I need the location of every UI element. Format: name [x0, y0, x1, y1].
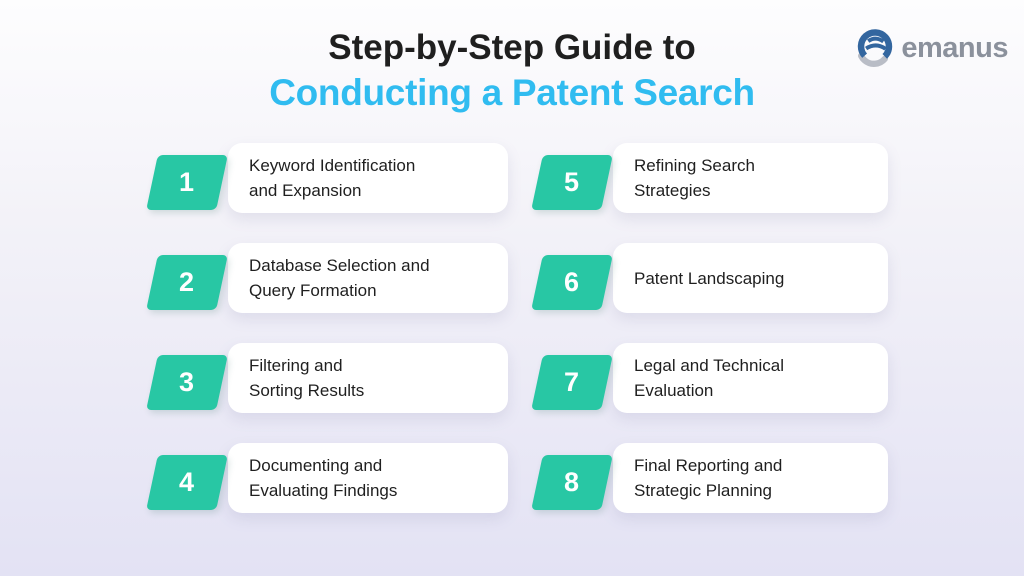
step-label-4: Documenting and Evaluating Findings — [228, 453, 397, 503]
step-row-1: Keyword Identification and Expansion 1 — [146, 143, 508, 213]
step-card-1: Keyword Identification and Expansion — [228, 143, 508, 213]
step-row-4: Documenting and Evaluating Findings 4 — [146, 443, 508, 513]
step-2-line-2: Query Formation — [249, 281, 377, 300]
emanus-logo: emanus — [854, 27, 1008, 70]
emanus-sphere-icon — [856, 29, 893, 67]
step-label-5: Refining Search Strategies — [613, 153, 755, 203]
step-row-2: Database Selection and Query Formation 2 — [146, 243, 508, 313]
steps-grid: Keyword Identification and Expansion 1 D… — [146, 143, 888, 513]
step-number-badge-2: 2 — [146, 255, 228, 310]
step-8-line-1: Final Reporting and — [634, 456, 783, 475]
step-card-5: Refining Search Strategies — [613, 143, 888, 213]
step-number-badge-8: 8 — [531, 455, 613, 510]
step-number-badge-3: 3 — [146, 355, 228, 410]
step-card-4: Documenting and Evaluating Findings — [228, 443, 508, 513]
step-4-line-1: Documenting and — [249, 456, 383, 475]
step-label-7: Legal and Technical Evaluation — [613, 353, 784, 403]
step-number-3: 3 — [179, 367, 195, 397]
step-number-7: 7 — [564, 367, 580, 397]
step-number-6: 6 — [564, 267, 580, 297]
step-row-7: Legal and Technical Evaluation 7 — [531, 343, 888, 413]
title-line-2: Conducting a Patent Search — [269, 72, 755, 113]
step-row-6: Patent Landscaping 6 — [531, 243, 888, 313]
step-label-1: Keyword Identification and Expansion — [228, 153, 415, 203]
step-card-3: Filtering and Sorting Results — [228, 343, 508, 413]
step-1-line-2: and Expansion — [249, 181, 362, 200]
step-7-line-2: Evaluation — [634, 381, 714, 400]
step-number-badge-1: 1 — [146, 155, 228, 210]
step-label-2: Database Selection and Query Formation — [228, 253, 430, 303]
emanus-logo-text: emanus — [901, 32, 1008, 64]
step-number-5: 5 — [564, 167, 580, 197]
step-row-8: Final Reporting and Strategic Planning 8 — [531, 443, 888, 513]
step-number-badge-6: 6 — [531, 255, 613, 310]
step-number-1: 1 — [179, 167, 195, 197]
step-number-badge-4: 4 — [146, 455, 228, 510]
title-line-1: Step-by-Step Guide to — [328, 28, 696, 67]
step-5-line-1: Refining Search — [634, 156, 755, 175]
step-7-line-1: Legal and Technical — [634, 356, 784, 375]
step-row-5: Refining Search Strategies 5 — [531, 143, 888, 213]
step-1-line-1: Keyword Identification — [249, 156, 416, 175]
step-number-8: 8 — [564, 467, 580, 497]
step-2-line-1: Database Selection and — [249, 256, 430, 275]
step-card-8: Final Reporting and Strategic Planning — [613, 443, 888, 513]
step-label-3: Filtering and Sorting Results — [228, 353, 364, 403]
step-number-badge-5: 5 — [531, 155, 613, 210]
step-3-line-1: Filtering and — [249, 356, 343, 375]
step-label-6: Patent Landscaping — [613, 266, 784, 291]
step-card-2: Database Selection and Query Formation — [228, 243, 508, 313]
step-number-badge-7: 7 — [531, 355, 613, 410]
step-number-2: 2 — [179, 267, 195, 297]
step-4-line-2: Evaluating Findings — [249, 481, 398, 500]
step-label-8: Final Reporting and Strategic Planning — [613, 453, 782, 503]
step-8-line-2: Strategic Planning — [634, 481, 772, 500]
page-title: Step-by-Step Guide to Conducting a Paten… — [0, 26, 1024, 115]
step-row-3: Filtering and Sorting Results 3 — [146, 343, 508, 413]
step-number-4: 4 — [179, 467, 195, 497]
step-card-6: Patent Landscaping — [613, 243, 888, 313]
step-6-line-1: Patent Landscaping — [634, 268, 785, 288]
step-5-line-2: Strategies — [634, 181, 711, 200]
step-card-7: Legal and Technical Evaluation — [613, 343, 888, 413]
step-3-line-2: Sorting Results — [249, 381, 365, 400]
